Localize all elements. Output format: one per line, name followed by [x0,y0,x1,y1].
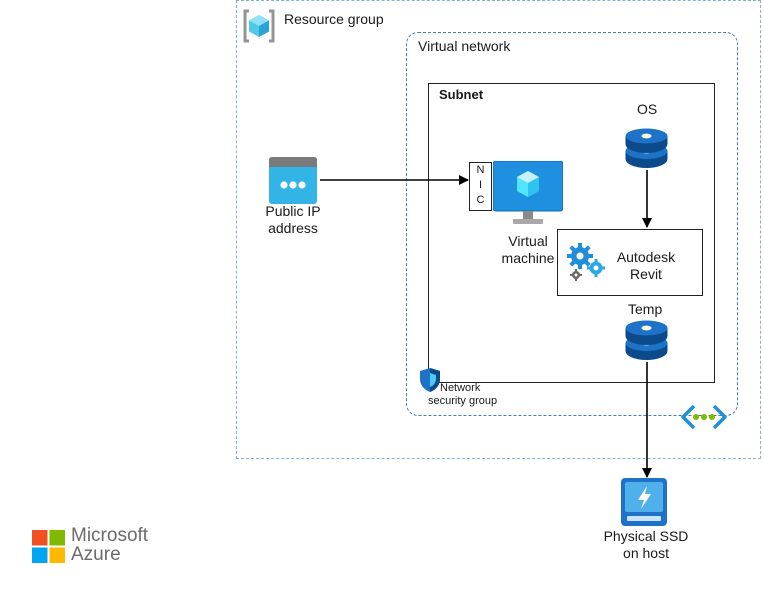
physical-ssd-label: Physical SSD on host [596,528,696,562]
resource-group-label: Resource group [284,11,384,27]
virtual-machine-label-line1: Virtual [508,233,548,249]
nic-letter-i: I [478,179,483,191]
nsg-label-line1: Network [440,382,481,394]
virtual-machine-icon [492,160,564,231]
resource-group-container [236,0,761,459]
wordmark-line2: Azure [71,544,121,565]
physical-ssd-icon [621,478,667,526]
nic-letter-n: N [476,164,485,176]
shield-icon [418,367,442,393]
virtual-network-container [406,32,738,416]
public-ip-label-line2: address [268,220,318,236]
subnet-container [428,83,715,383]
virtual-machine-label-line2: machine [501,250,555,266]
physical-ssd-label-line1: Physical SSD [603,528,689,544]
gears-icon [566,242,606,282]
autodesk-revit-label-line2: Revit [630,266,662,282]
temp-disk-label: Temp [628,301,663,317]
temp-disk-icon [624,320,669,362]
public-ip-label: Public IP address [253,203,333,237]
microsoft-azure-wordmark: Microsoft Azure [71,526,148,564]
nsg-label-line2: security group [428,395,498,407]
subnet-label: Subnet [439,87,484,102]
virtual-network-icon [681,403,727,431]
os-disk-label: OS [637,101,658,117]
nic-letter-c: C [476,194,485,206]
virtual-machine-label: Virtual machine [492,233,564,267]
physical-ssd-label-line2: on host [623,545,669,561]
wordmark-line1: Microsoft [71,525,149,546]
autodesk-revit-label: Autodesk Revit [608,249,684,283]
autodesk-revit-label-line1: Autodesk [616,249,676,265]
nsg-label: Network security group [428,382,497,408]
resource-group-icon [241,8,277,44]
public-ip-label-line1: Public IP [265,203,321,219]
microsoft-logo-icon [32,530,65,563]
os-disk-icon [624,128,669,170]
nic-box: N I C [469,162,492,211]
virtual-network-label: Virtual network [418,38,511,54]
public-ip-icon [269,157,317,204]
